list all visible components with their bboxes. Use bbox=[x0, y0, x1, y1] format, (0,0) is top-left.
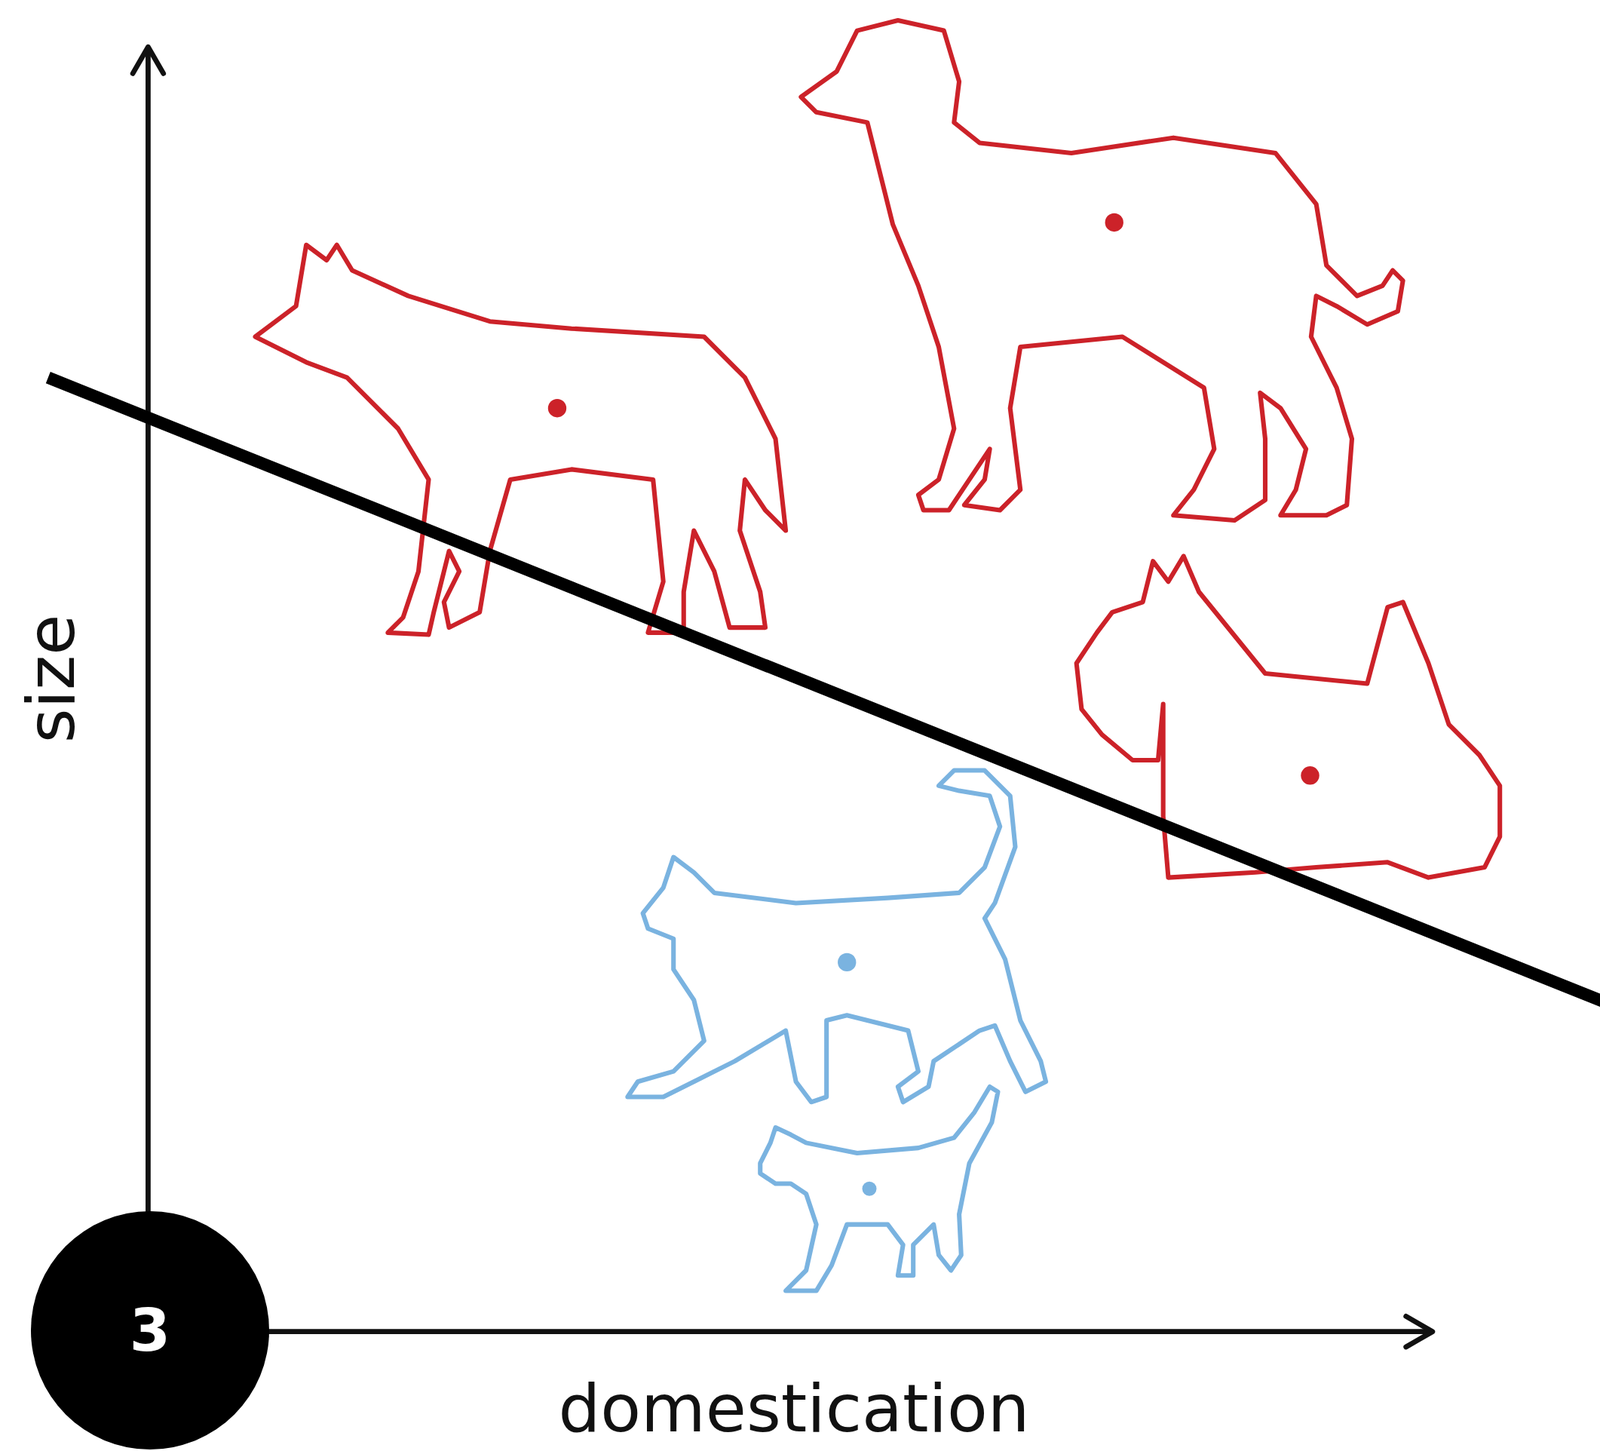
dog-points bbox=[548, 213, 1320, 785]
cat-points bbox=[837, 953, 877, 1196]
data-point bbox=[548, 398, 567, 417]
kitten-outline bbox=[760, 1086, 998, 1291]
y-axis bbox=[145, 49, 151, 1225]
y-arrowhead bbox=[132, 46, 164, 74]
cat-silhouettes bbox=[627, 770, 1046, 1291]
wolf-outline bbox=[254, 245, 786, 635]
hound-outline bbox=[800, 20, 1403, 521]
axis-label: size bbox=[18, 614, 85, 744]
data-point bbox=[1105, 213, 1124, 232]
callout-circle: 3 bbox=[30, 1210, 270, 1450]
data-point bbox=[862, 1181, 877, 1196]
axis-label: domestication bbox=[557, 1375, 1030, 1442]
cat-outline bbox=[627, 770, 1046, 1103]
dog-silhouettes bbox=[254, 20, 1500, 878]
x-arrowhead bbox=[1406, 1315, 1433, 1347]
x-axis bbox=[254, 1328, 1431, 1334]
axes bbox=[132, 46, 1433, 1347]
callout-number: 3 bbox=[129, 1300, 171, 1360]
data-point bbox=[837, 953, 856, 972]
data-point bbox=[1300, 766, 1319, 785]
terrier-outline bbox=[1076, 555, 1501, 877]
decision-boundary bbox=[48, 377, 1600, 1003]
